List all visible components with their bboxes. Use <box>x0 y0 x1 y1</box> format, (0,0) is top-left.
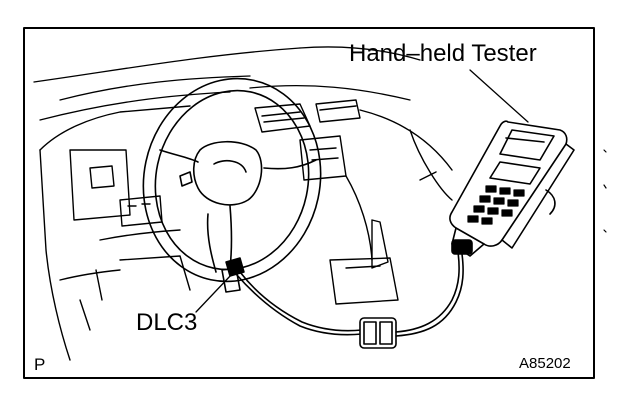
tester-keypad <box>467 185 525 225</box>
dashboard-left <box>39 105 191 361</box>
figure-frame <box>23 27 595 379</box>
hand-held-tester <box>449 120 575 257</box>
dlc3-label: DLC3 <box>136 309 198 336</box>
tester-leader-line <box>469 69 529 123</box>
margin-marks <box>603 149 607 233</box>
corner-marker-label: P <box>34 355 46 374</box>
dlc3-leader-line <box>195 273 233 313</box>
hand-held-tester-label: Hand–held Tester <box>349 40 537 67</box>
figure-code-label: A85202 <box>519 355 571 372</box>
leader-lines <box>195 69 529 313</box>
center-console <box>254 99 453 305</box>
tester-cable <box>235 251 464 349</box>
